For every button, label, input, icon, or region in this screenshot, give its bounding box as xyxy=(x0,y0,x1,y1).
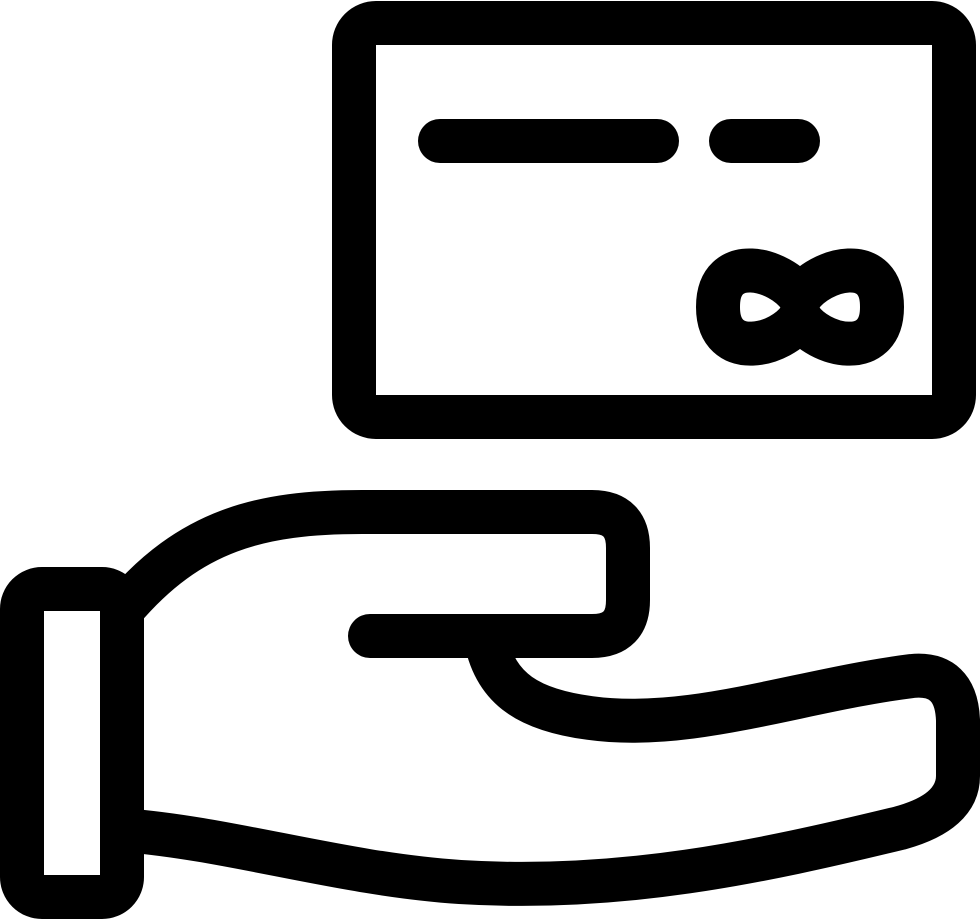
card-outline xyxy=(332,1,976,439)
hand-outline xyxy=(100,490,650,658)
palm-crease xyxy=(100,618,980,906)
card-logo-icon xyxy=(696,248,904,366)
credit-card-icon xyxy=(332,1,976,439)
wrist-cuff-icon xyxy=(0,567,144,919)
open-hand-icon xyxy=(100,490,980,906)
